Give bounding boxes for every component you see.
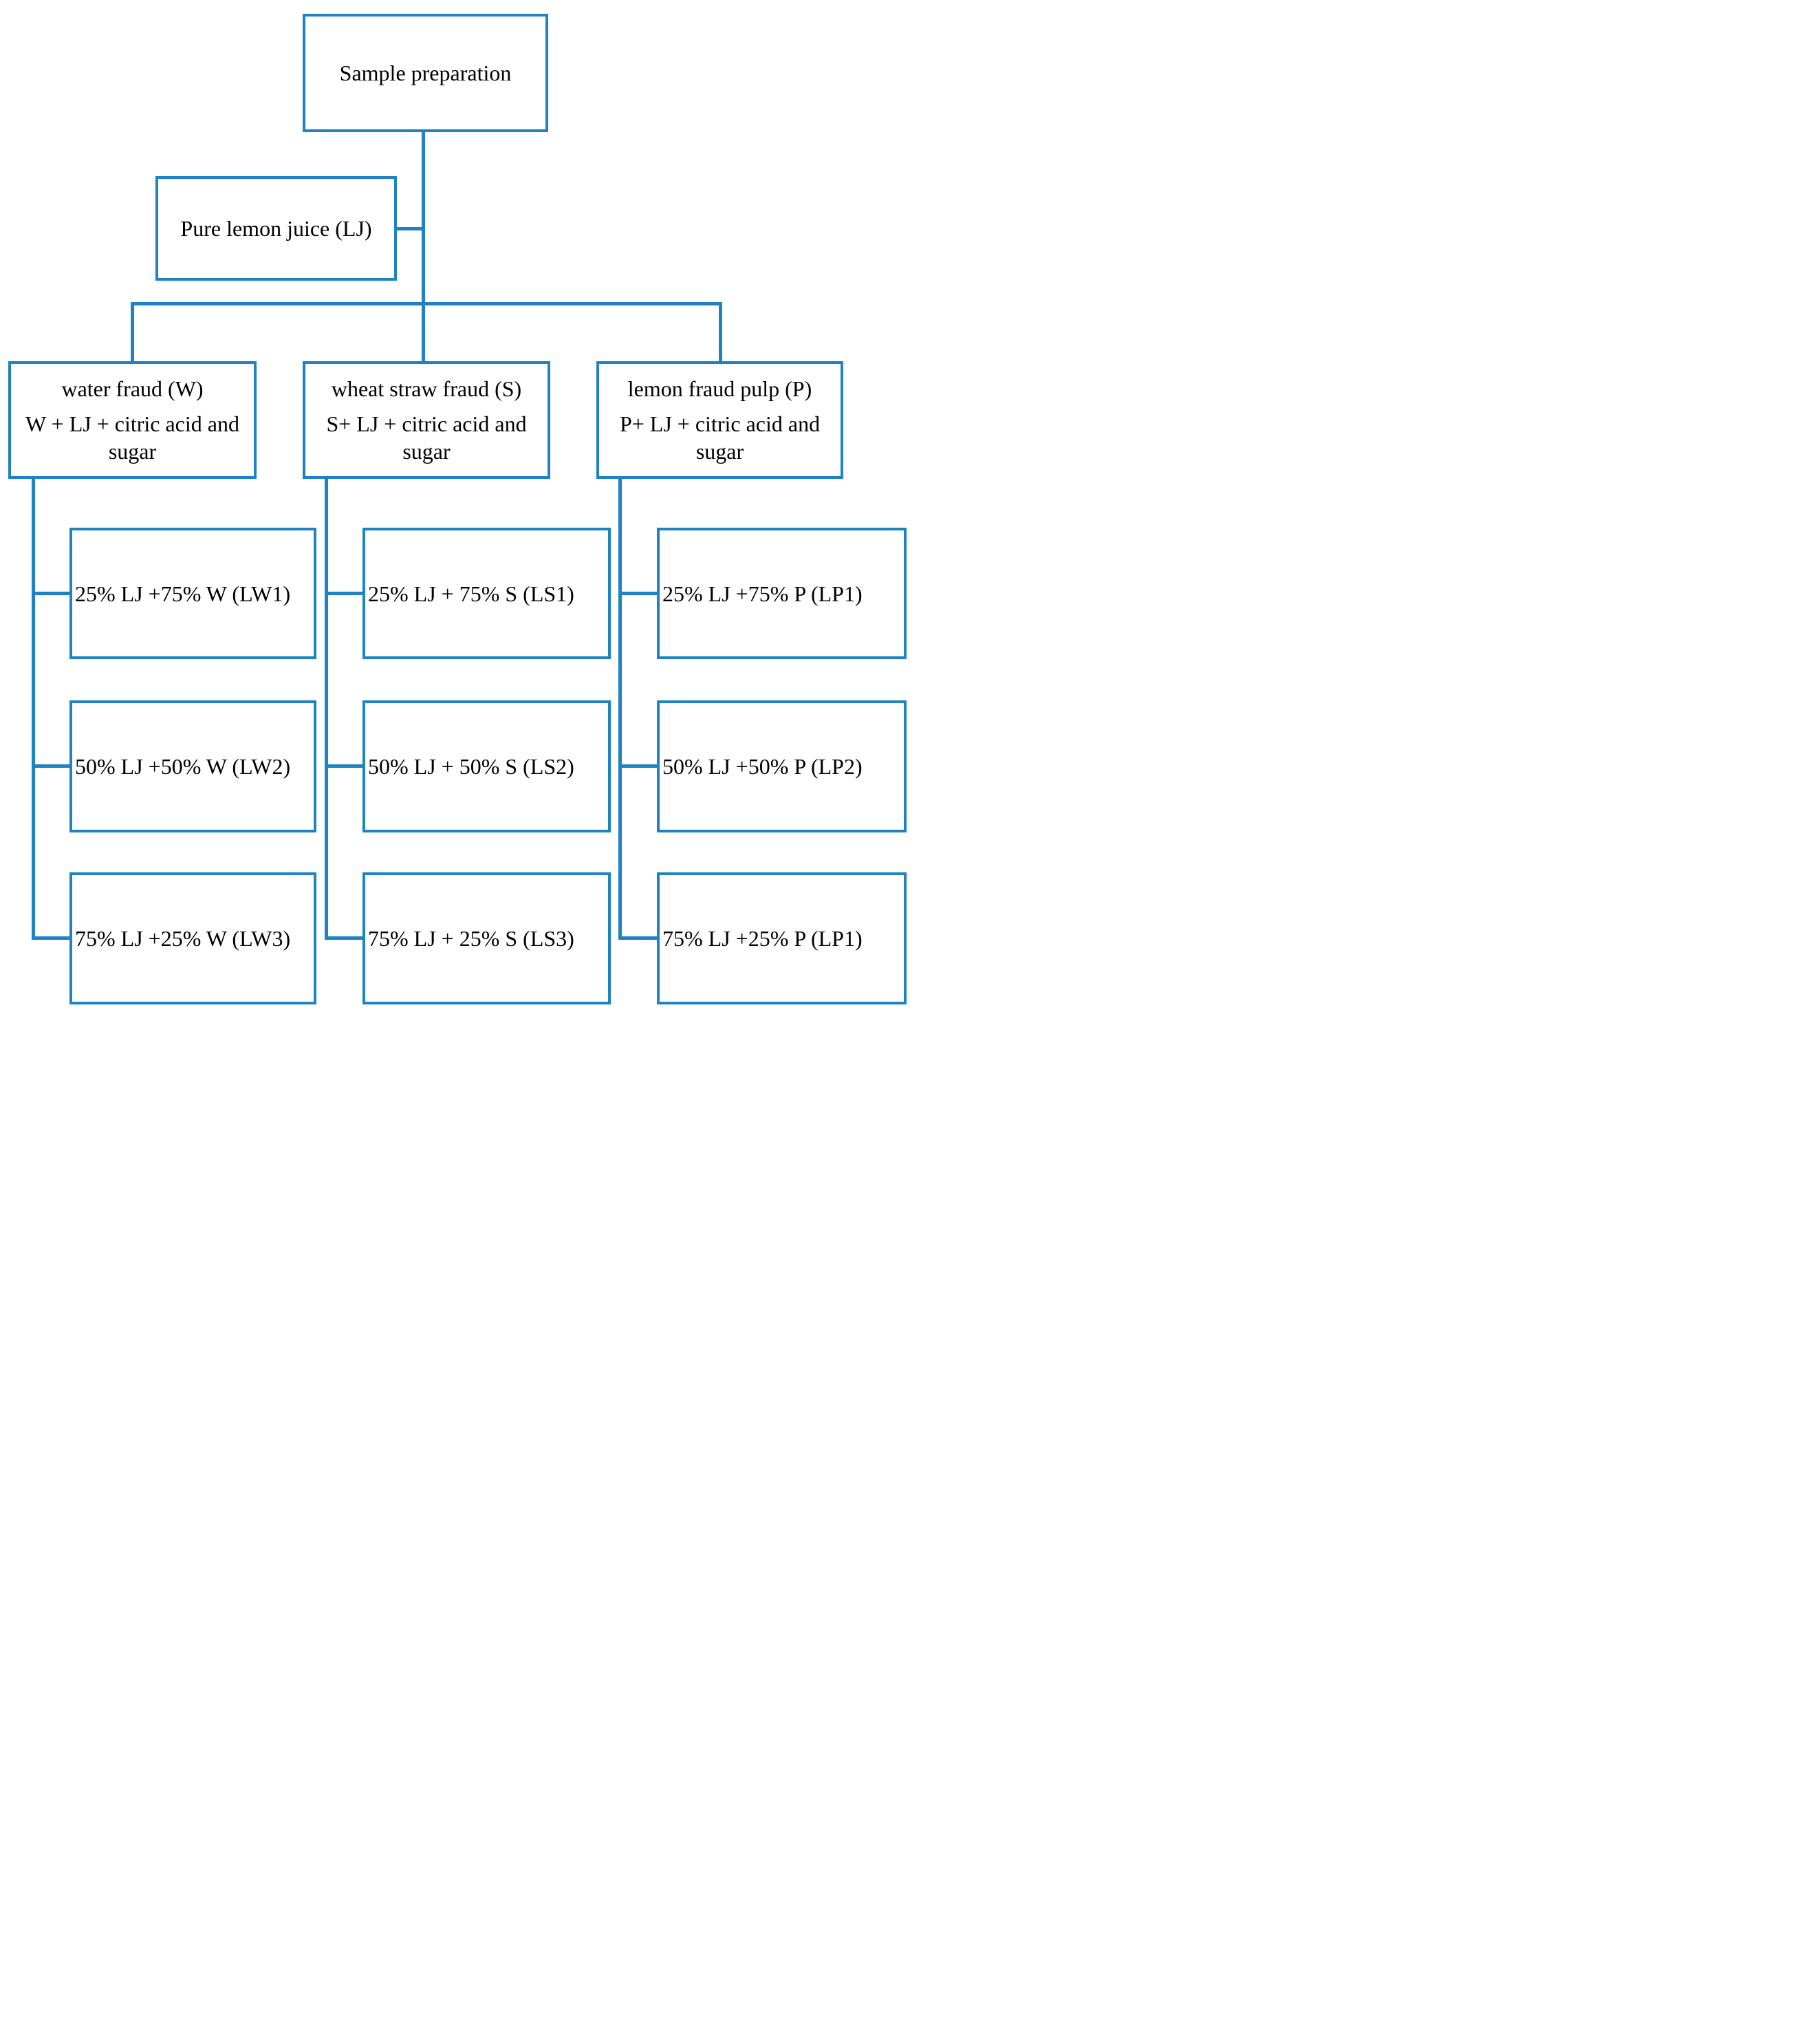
connector-drop-water: [32, 477, 35, 940]
branch-lemon-fraud-pulp-title: lemon fraud pulp (P): [627, 376, 812, 402]
leaf-box-lw1: 25% LJ +75% W (LW1): [69, 528, 316, 659]
branch-water-fraud-title: water fraud (W): [61, 376, 204, 402]
connector-stub-water: [131, 303, 134, 364]
leaf-box-lp1: 25% LJ +75% P (LP1): [657, 528, 907, 659]
branch-lemon-fraud-pulp-formula: P+ LJ + citric acid and sugar: [619, 411, 821, 464]
connector-leaf-lp1: [618, 592, 660, 595]
branch-wheat-straw-fraud-title: wheat straw fraud (S): [331, 376, 522, 402]
branch-lemon-fraud-pulp-box: lemon fraud pulp (P) P+ LJ + citric acid…: [596, 361, 843, 479]
leaf-label-lp1: 25% LJ +75% P (LP1): [662, 581, 863, 606]
branch-wheat-straw-fraud-formula: S+ LJ + citric acid and sugar: [326, 411, 527, 464]
leaf-label-lw1: 25% LJ +75% W (LW1): [75, 581, 291, 606]
pure-lemon-juice-box: Pure lemon juice (LJ): [155, 176, 397, 281]
connector-root-to-rail: [422, 131, 425, 365]
connector-leaf-lw2: [32, 764, 73, 768]
branch-wheat-straw-fraud-box: wheat straw fraud (S) S+ LJ + citric aci…: [303, 361, 550, 479]
connector-source-elbow: [395, 227, 425, 230]
connector-leaf-ls3: [325, 936, 366, 940]
pure-lemon-juice-label: Pure lemon juice (LJ): [180, 216, 372, 241]
leaf-box-ls2: 50% LJ + 50% S (LS2): [362, 700, 611, 832]
flowchart-canvas: Sample preparation Pure lemon juice (LJ)…: [0, 0, 910, 1011]
leaf-label-lw2: 50% LJ +50% W (LW2): [75, 754, 291, 779]
leaf-box-lp3: 75% LJ +25% P (LP1): [657, 872, 907, 1004]
branch-water-fraud-box: water fraud (W) W + LJ + citric acid and…: [8, 361, 257, 479]
connector-leaf-lw1: [32, 592, 73, 595]
leaf-label-lp2: 50% LJ +50% P (LP2): [662, 754, 863, 779]
leaf-box-ls1: 25% LJ + 75% S (LS1): [362, 528, 611, 659]
connector-stub-pulp: [719, 303, 722, 364]
connector-leaf-lp2: [618, 764, 660, 768]
leaf-label-ls3: 75% LJ + 25% S (LS3): [368, 926, 574, 951]
leaf-label-ls1: 25% LJ + 75% S (LS1): [368, 581, 574, 606]
leaf-box-ls3: 75% LJ + 25% S (LS3): [362, 872, 611, 1004]
connector-leaf-ls1: [325, 592, 366, 595]
connector-drop-pulp: [618, 477, 622, 940]
sample-preparation-box: Sample preparation: [303, 14, 548, 132]
branch-water-fraud-formula: W + LJ + citric acid and sugar: [25, 411, 239, 464]
leaf-box-lw3: 75% LJ +25% W (LW3): [69, 872, 316, 1004]
leaf-label-lp3: 75% LJ +25% P (LP1): [662, 926, 863, 951]
sample-preparation-label: Sample preparation: [339, 61, 512, 85]
connector-leaf-lp3: [618, 936, 660, 940]
leaf-label-lw3: 75% LJ +25% W (LW3): [75, 926, 291, 951]
leaf-box-lw2: 50% LJ +50% W (LW2): [69, 700, 316, 832]
connector-drop-straw: [325, 477, 328, 940]
connector-branch-rail: [131, 302, 722, 305]
leaf-label-ls2: 50% LJ + 50% S (LS2): [368, 754, 574, 779]
leaf-box-lp2: 50% LJ +50% P (LP2): [657, 700, 907, 832]
connector-leaf-lw3: [32, 936, 73, 940]
connector-leaf-ls2: [325, 764, 366, 768]
